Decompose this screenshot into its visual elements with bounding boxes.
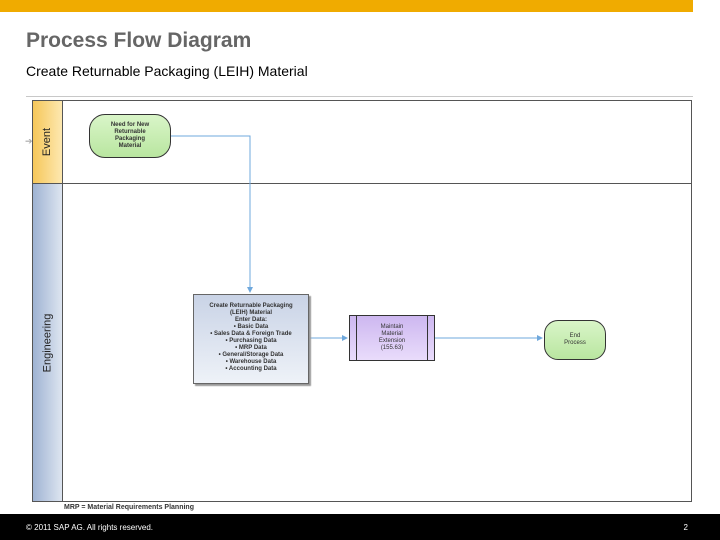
task-line: • Purchasing Data [225,338,277,344]
task-line: • Basic Data [233,324,269,330]
page-number: 2 [683,523,688,532]
page-subtitle: Create Returnable Packaging (LEIH) Mater… [26,63,308,79]
task-line: • Accounting Data [225,366,277,372]
start-event-line: Need for New [110,122,150,128]
swimlane-pool [32,100,692,502]
task-line: • Warehouse Data [225,359,277,365]
connector-start-to-create [171,135,253,293]
task-line: Create Returnable Packaging [209,303,293,309]
start-event-node[interactable]: Need for New Returnable Packaging Materi… [89,114,171,158]
maintain-extension-subprocess[interactable]: Maintain Material Extension (155.63) [349,315,435,361]
page-title: Process Flow Diagram [26,29,252,52]
end-event-line: End [569,333,581,339]
copyright-text: © 2011 SAP AG. All rights reserved. [26,523,153,532]
task-line: (LEIH) Material [229,310,272,316]
subprocess-line: (155.63) [380,345,404,351]
title-divider [26,96,693,97]
footer-bar: © 2011 SAP AG. All rights reserved. 2 [0,514,720,540]
create-material-task[interactable]: Create Returnable Packaging (LEIH) Mater… [193,294,309,384]
subprocess-line: Material [381,331,403,337]
start-event-text: Need for New Returnable Packaging Materi… [111,122,149,150]
create-task-text: Create Returnable Packaging (LEIH) Mater… [194,303,308,373]
lane-header-engineering: Engineering [33,184,63,501]
lane-header-event: Event [33,101,63,183]
end-event-node[interactable]: End Process [544,320,606,360]
footnote: MRP = Material Requirements Planning [64,504,194,511]
subprocess-line: Extension [378,338,406,344]
end-event-line: Process [564,340,586,346]
task-line: • General/Storage Data [218,352,284,358]
task-line: Enter Data: [234,317,267,323]
subprocess-text: Maintain Material Extension (155.63) [360,324,424,352]
top-accent-bar [0,0,693,12]
subprocess-line: Maintain [380,324,404,330]
subprocess-right-bar [427,316,428,360]
start-event-line: Returnable [114,129,146,135]
task-line: • MRP Data [235,345,267,351]
subprocess-left-bar [356,316,357,360]
start-event-line: Packaging [114,136,145,142]
lane-divider [32,183,692,184]
start-event-line: Material [118,143,142,149]
task-line: • Sales Data & Foreign Trade [210,331,292,337]
lane-arrow-icon: ➔ [25,136,33,146]
end-event-text: End Process [564,333,586,347]
